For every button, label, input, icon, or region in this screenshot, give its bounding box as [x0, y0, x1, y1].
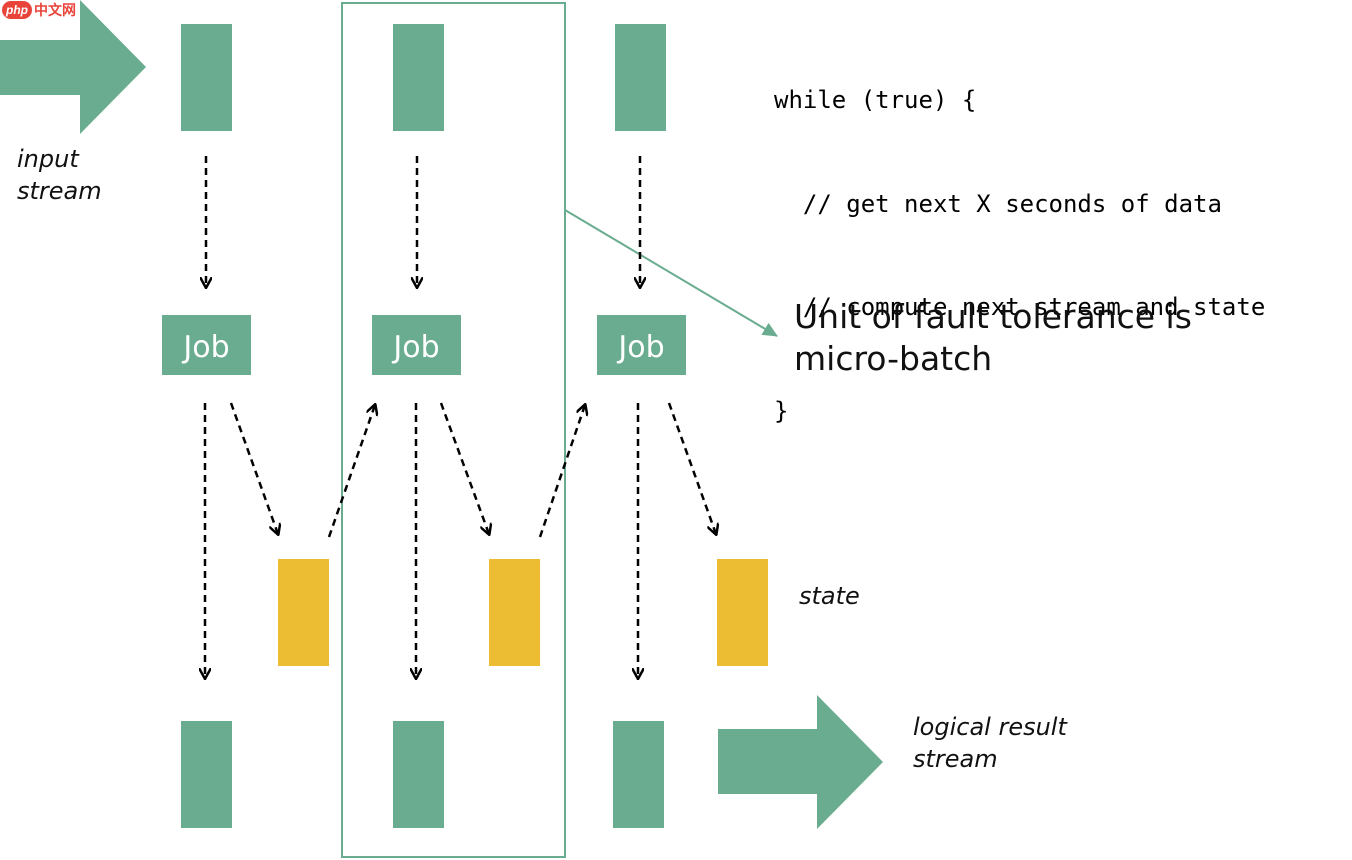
job-to-state-arrow-1 — [229, 402, 278, 534]
code-line: } — [774, 396, 789, 425]
result-block-2 — [393, 721, 444, 828]
code-line: while (true) { — [774, 86, 977, 114]
callout-line-1: Unit of fault tolerance is — [794, 297, 1192, 336]
input-stream-label: input stream — [17, 143, 102, 207]
site-watermark: php 中文网 — [2, 1, 76, 19]
job-label-3: Job — [616, 330, 664, 365]
watermark-text: 中文网 — [34, 2, 76, 18]
state-to-job-arrow-1 — [327, 405, 375, 538]
input-block-3 — [615, 24, 666, 131]
callout-pointer-line — [564, 209, 778, 337]
state-block-2 — [489, 559, 540, 666]
result-stream-label: logical result stream — [913, 711, 1067, 775]
job-to-state-arrow-3 — [667, 402, 716, 534]
code-line: // compute next stream and state — [774, 293, 1266, 321]
job-box-2: Job — [372, 315, 461, 375]
callout-line-2: micro-batch — [794, 339, 993, 378]
input-stream-arrow — [0, 0, 146, 134]
code-line: // get next X seconds of data — [774, 189, 1222, 218]
input-block-1 — [181, 24, 232, 131]
input-stream-label-line-2: stream — [17, 177, 102, 205]
state-label-text: state — [799, 582, 860, 610]
pseudocode-block: while (true) { // get next X seconds of … — [774, 14, 1265, 497]
job-to-state-arrow-2 — [439, 402, 489, 534]
watermark-badge: php — [2, 1, 32, 19]
job-box-1: Job — [162, 315, 251, 375]
fault-tolerance-callout: Unit of fault tolerance is micro-batch — [794, 296, 1192, 380]
result-stream-label-line-1: logical result — [913, 713, 1067, 741]
input-block-2 — [393, 24, 444, 131]
result-stream-label-line-2: stream — [913, 745, 998, 773]
job-box-3: Job — [597, 315, 686, 375]
result-block-3 — [613, 721, 664, 828]
result-stream-arrow — [718, 695, 883, 829]
result-block-1 — [181, 721, 232, 828]
job-label-1: Job — [181, 330, 229, 365]
job-label-2: Job — [391, 330, 439, 365]
state-block-1 — [278, 559, 329, 666]
state-to-job-arrow-2 — [538, 405, 585, 538]
state-block-3 — [717, 559, 768, 666]
state-label: state — [799, 580, 860, 612]
input-stream-label-line-1: input — [17, 145, 79, 173]
micro-batch-highlight-box — [341, 2, 566, 858]
